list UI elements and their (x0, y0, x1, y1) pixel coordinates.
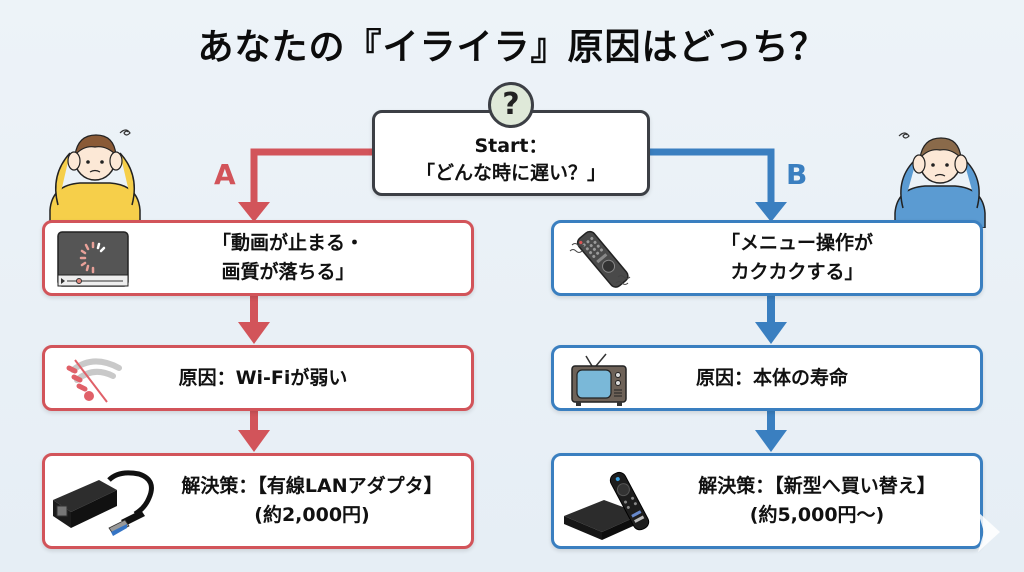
solution-box-b: 解決策：【新型へ買い替え】 (約5,000円〜) (551, 453, 983, 549)
frustrated-person-yellow-icon (49, 129, 141, 225)
streaming-device-icon (564, 471, 650, 540)
start-line1: Start： (474, 135, 548, 157)
weak-wifi-icon (66, 358, 122, 403)
solution-b-line2: (約5,000円〜) (749, 504, 885, 526)
cause-box-a: 原因：Wi-Fiが弱い (42, 345, 474, 411)
frustrated-person-blue-icon (894, 132, 986, 228)
b-arrowhead-3 (755, 430, 787, 452)
lan-adapter-icon (53, 470, 154, 536)
solution-a-line2: (約2,000円) (254, 504, 370, 526)
symptom-text-a: 「動画が止まる・ 画質が落ちる」 (45, 229, 471, 287)
branch-b-arrowhead (755, 202, 787, 222)
symptom-a-line2: 画質が落ちる」 (221, 261, 355, 283)
video-buffering-icon (57, 231, 129, 287)
symptom-b-line2: カクカクする」 (730, 261, 864, 283)
a-connector-2 (250, 410, 258, 434)
symptom-b-line1: 「メニュー操作が (720, 232, 873, 254)
symptom-a-line1: 「動画が止まる・ (211, 232, 364, 254)
b-arrowhead-2 (755, 322, 787, 344)
tv-remote-icon (569, 230, 631, 288)
a-connector-1 (250, 296, 258, 326)
cause-text-b: 原因：本体の寿命 (554, 364, 980, 393)
cause-text-a: 原因：Wi-Fiが弱い (45, 364, 471, 393)
solution-box-a: 解決策：【有線LANアダプタ】 (約2,000円) (42, 453, 474, 549)
symptom-text-b: 「メニュー操作が カクカクする」 (554, 229, 980, 287)
cause-a-line1: 原因：Wi-Fiが弱い (178, 366, 348, 389)
a-arrowhead-2 (238, 322, 270, 344)
solution-b-line1: 解決策：【新型へ買い替え】 (698, 475, 936, 497)
solution-text-a: 解決策：【有線LANアダプタ】 (約2,000円) (45, 472, 471, 530)
question-mark-icon: ? (488, 82, 534, 128)
solution-text-b: 解決策：【新型へ買い替え】 (約5,000円〜) (554, 472, 980, 530)
symptom-box-a: 「動画が止まる・ 画質が落ちる」 (42, 220, 474, 296)
start-line2: 「どんな時に遅い？」 (415, 162, 606, 184)
branch-b-label: B (786, 158, 808, 191)
cause-box-b: 原因：本体の寿命 (551, 345, 983, 411)
page-title: あなたの『イライラ』原因はどっち？ (197, 27, 827, 68)
branch-b-connector (650, 148, 775, 205)
old-tv-icon (571, 353, 627, 406)
a-arrowhead-3 (238, 430, 270, 452)
sparkle-icon (978, 512, 1000, 552)
branch-a-label: A (214, 158, 236, 191)
branch-a-connector (250, 148, 372, 205)
solution-a-line1: 解決策：【有線LANアダプタ】 (181, 475, 443, 497)
cause-b-line1: 原因：本体の寿命 (695, 366, 848, 389)
symptom-box-b: 「メニュー操作が カクカクする」 (551, 220, 983, 296)
b-connector-2 (767, 410, 775, 434)
branch-a-arrowhead (238, 202, 270, 222)
b-connector-1 (767, 296, 775, 326)
